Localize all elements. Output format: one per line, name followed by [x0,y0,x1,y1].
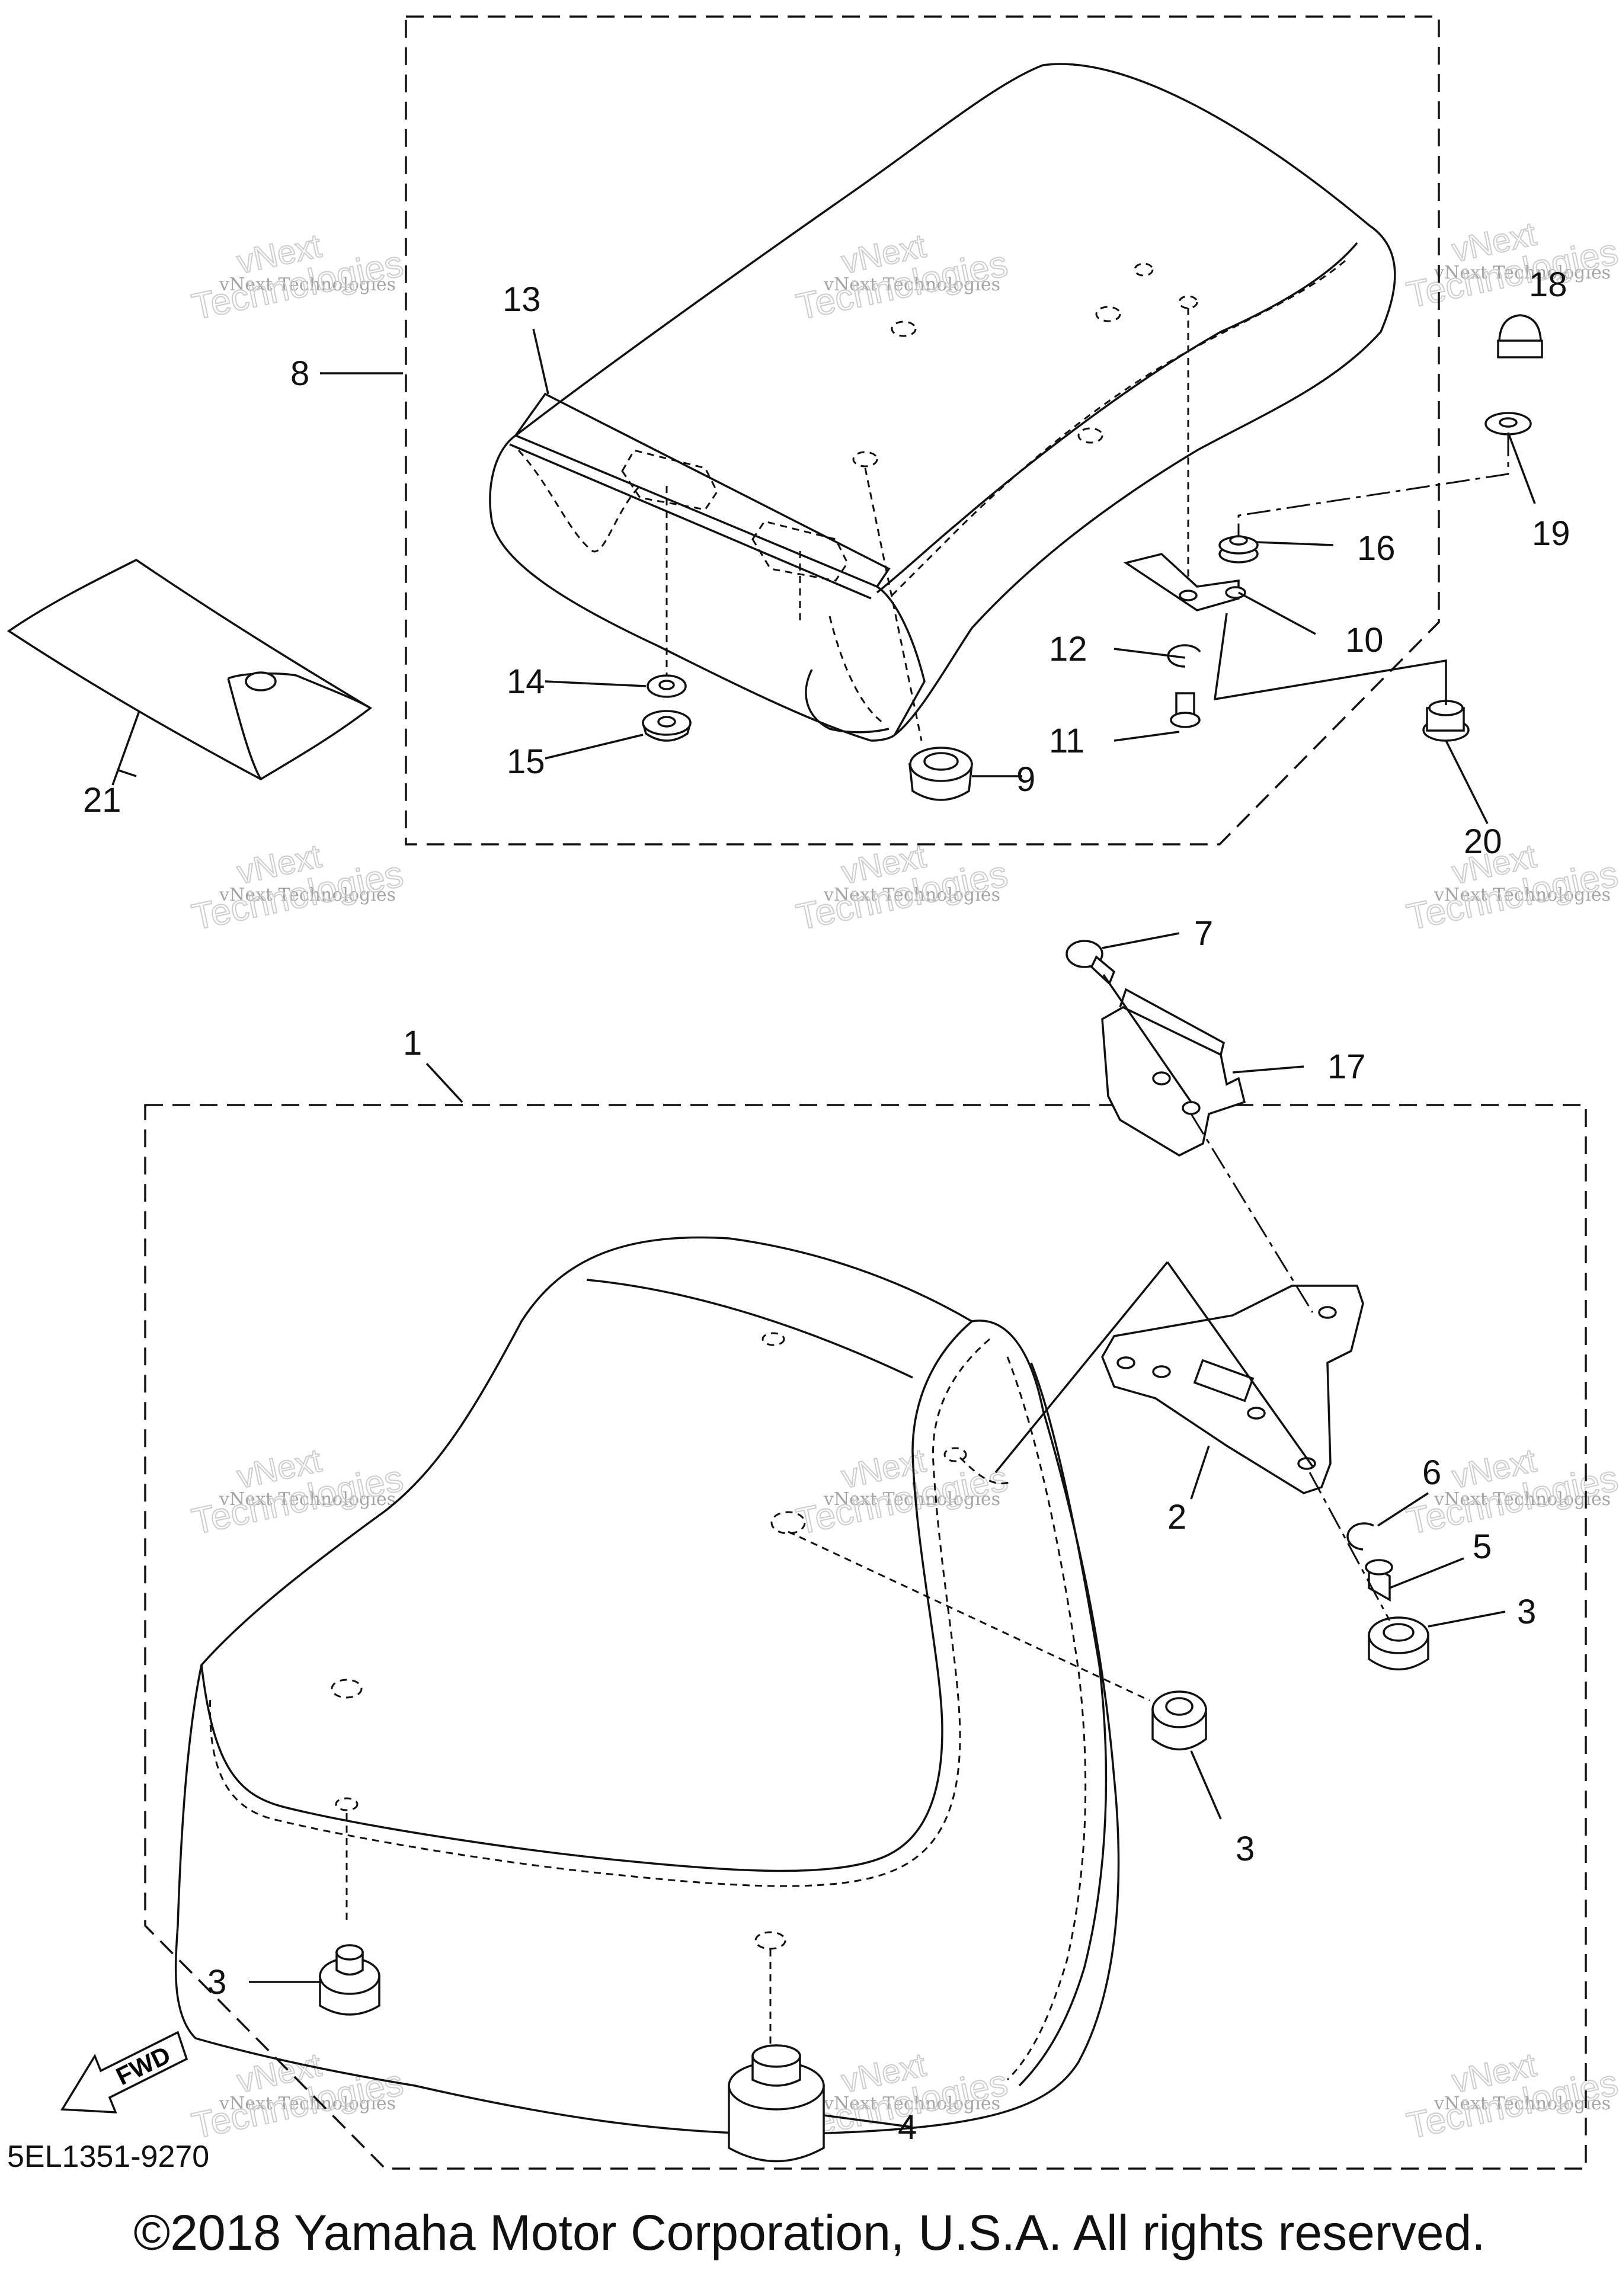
callout-11: 11 [1049,722,1084,760]
part-6-circlip [1346,1522,1374,1551]
copyright-notice: ©2018 Yamaha Motor Corporation, U.S.A. A… [133,2205,1486,2260]
callout-1: 1 [403,1024,422,1062]
part-15-nut [641,710,692,742]
dashdot-line-17-2 [1190,1113,1314,1313]
part-17-bracket [1101,988,1246,1157]
svg-text:vNext Technologies: vNext Technologies [1434,1489,1611,1510]
callout-13: 13 [503,280,541,319]
callout-3-right: 3 [1517,1593,1536,1631]
part-5-bolt [1365,1559,1393,1602]
svg-text:vNext Technologies: vNext Technologies [1434,2093,1611,2114]
svg-text:vNext Technologies: vNext Technologies [823,2093,1000,2114]
callout-9: 9 [1016,760,1035,799]
svg-text:vNext Technologies: vNext Technologies [823,274,1000,295]
part-20-nut [1422,700,1470,742]
fwd-arrow-icon: FWD [60,2031,188,2114]
callout-14: 14 [507,662,545,701]
dashdot-line-2-3 [1308,1472,1391,1621]
callout-10: 10 [1345,621,1384,659]
svg-text:vNext Technologies: vNext Technologies [823,885,1000,905]
callout-6: 6 [1422,1453,1441,1492]
watermark-10: vNext Technologies vNext Technologies [188,2045,407,2147]
callout-5: 5 [1473,1528,1492,1566]
watermarks: vNext Technologies vNext Technologies vN… [188,214,1619,2147]
callout-15: 15 [507,742,545,781]
callout-7: 7 [1194,914,1213,953]
part-18-cap-nut [1497,314,1543,358]
callout-12: 12 [1049,630,1087,668]
callout-8: 8 [290,354,309,393]
svg-text:vNext Technologies: vNext Technologies [219,274,396,295]
rear-seat [489,63,1396,742]
watermark-6: vNext Technologies vNext Technologies [1403,836,1619,939]
part-12-circlip [1167,644,1201,668]
part-4-damper [728,2044,825,2163]
watermark-4: vNext Technologies vNext Technologies [188,836,407,939]
callout-20: 20 [1464,822,1502,861]
callout-2: 2 [1167,1498,1186,1536]
watermark-8: vNext Technologies vNext Technologies [792,1440,1012,1543]
leader-20-10 [1213,613,1447,705]
svg-text:vNext Technologies: vNext Technologies [1434,262,1611,283]
watermark-1: vNext Technologies vNext Technologies [188,226,407,328]
watermark-7: vNext Technologies vNext Technologies [188,1440,407,1543]
svg-text:vNext Technologies: vNext Technologies [219,2093,396,2114]
callout-labels: 13 8 18 19 16 10 12 11 14 15 9 20 21 7 1… [83,265,1570,2147]
screw-axis-7-17 [1102,974,1192,1103]
svg-text:vNext Technologies: vNext Technologies [219,885,396,905]
svg-text:vNext Technologies: vNext Technologies [823,1489,1000,1510]
callout-19: 19 [1532,514,1570,553]
watermark-3: vNext Technologies vNext Technologies [1403,214,1619,316]
part-code: 5EL1351-9270 [7,2140,210,2174]
part-2-seat-bracket [994,1261,1364,1494]
part-10-bracket [1123,553,1246,611]
svg-text:vNext Technologies: vNext Technologies [219,1489,396,1510]
dashdot-line-19-16 [1237,433,1509,536]
part-11-bolt [1170,692,1201,728]
watermark-2: vNext Technologies vNext Technologies [792,226,1012,328]
callout-17: 17 [1327,1048,1366,1086]
callout-16: 16 [1357,529,1396,568]
callout-3-left: 3 [207,1963,226,2002]
part-21-seat-cover [7,558,373,781]
rear-seat-assembly-boundary [405,15,1440,846]
part-14-washer [647,674,687,698]
part-3-damper-center [1151,1690,1207,1751]
part-16-grommet [1218,535,1259,563]
part-3-damper-right [1368,1616,1429,1671]
part-9-damper [908,747,973,801]
watermark-12: vNext Technologies vNext Technologies [1403,2045,1619,2147]
part-19-washer [1484,412,1532,435]
svg-text:vNext Technologies: vNext Technologies [1434,885,1611,905]
callout-4: 4 [898,2108,917,2147]
callout-21: 21 [83,781,121,819]
callout-18: 18 [1529,265,1567,304]
leader-lines [111,328,1536,2128]
main-seat [174,1236,1150,2135]
watermark-5: vNext Technologies vNext Technologies [792,836,1012,939]
svg-text:FWD: FWD [111,2041,175,2090]
part-3-damper-left [319,1944,380,2016]
main-seat-assembly-boundary [144,1104,1587,2170]
callout-3-center: 3 [1236,1830,1255,1868]
